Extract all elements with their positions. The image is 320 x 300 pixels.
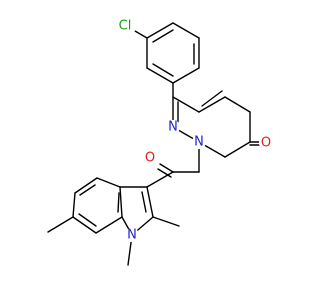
chlorine-atom: Cl: [119, 19, 132, 34]
bond: [117, 192, 120, 213]
bond: [141, 191, 147, 213]
bond: [146, 22, 174, 39]
molecule-drawing: Cl N N O O N: [47, 15, 273, 266]
bond: [159, 163, 174, 173]
bond: [172, 67, 200, 84]
bond: [152, 216, 180, 227]
bond: [119, 186, 123, 218]
bonds: [47, 22, 264, 266]
structure-canvas: Cl N N O O N: [47, 15, 273, 266]
bond: [79, 184, 96, 196]
bond: [146, 186, 154, 218]
carbonyl-oxygen-atom: O: [261, 136, 271, 151]
indole-nitrogen-label: N: [125, 228, 139, 243]
bond: [152, 63, 174, 77]
bond: [72, 216, 97, 234]
atom-labels: Cl N N O O N: [114, 15, 273, 243]
indole-nitrogen-atom: N: [127, 228, 137, 243]
bond: [78, 213, 97, 227]
ring-nitrogen-atom-1: N: [168, 120, 178, 135]
bond: [157, 168, 172, 178]
bond: [224, 141, 251, 158]
bond: [134, 30, 148, 39]
bond: [146, 171, 174, 188]
bond: [47, 216, 74, 233]
bond: [146, 67, 174, 84]
ketone-oxygen-label: O: [143, 151, 157, 166]
bond: [198, 96, 226, 113]
ring-nitrogen-atom-2: N: [194, 135, 204, 150]
bond: [152, 29, 174, 43]
bond: [201, 90, 223, 107]
ring-oxygen-label: O: [259, 136, 273, 151]
bond: [224, 96, 251, 113]
bond: [95, 216, 123, 234]
bond: [172, 22, 200, 39]
chlorine-label: Cl: [114, 15, 136, 37]
bond: [72, 192, 76, 218]
ketone-oxygen-atom: O: [145, 151, 155, 166]
bond: [74, 177, 98, 194]
bond: [96, 177, 121, 188]
ring-nitrogen-1-label: N: [166, 120, 180, 135]
ring-nitrogen-2-label: N: [192, 135, 206, 150]
bond: [172, 96, 200, 113]
